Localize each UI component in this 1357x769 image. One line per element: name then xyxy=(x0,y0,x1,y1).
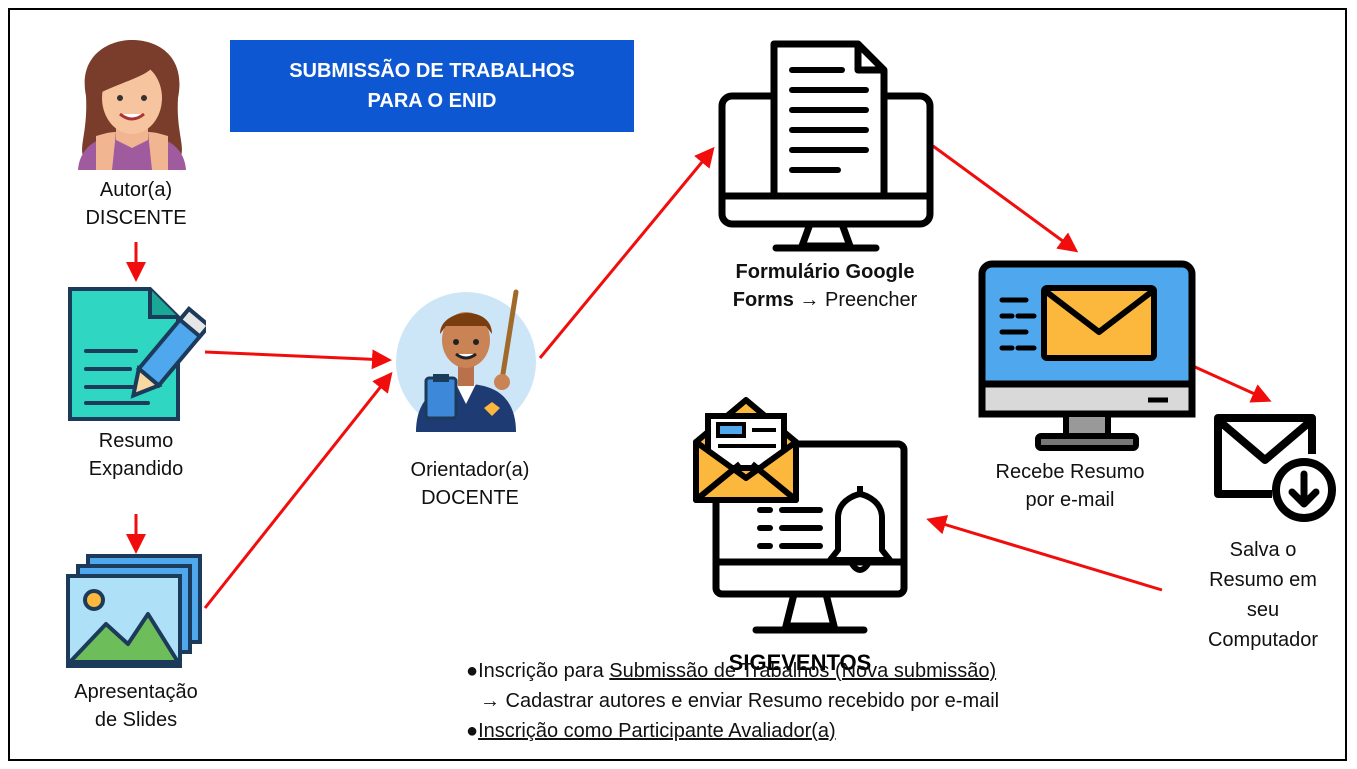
orientador-line-1: Orientador(a) xyxy=(410,459,530,481)
resumo-label: Resumo Expandido xyxy=(46,427,226,483)
salva-line-2: Resumo em xyxy=(1209,569,1317,591)
autor-line-2: DISCENTE xyxy=(85,207,187,229)
submission-link[interactable]: Submissão de Trabalhos (Nova submissão) xyxy=(609,660,997,682)
resumo-line-2: Expandido xyxy=(88,458,184,480)
forms-label: Formulário Google Forms → Preencher xyxy=(690,258,960,314)
forms-monitor-icon xyxy=(718,40,934,252)
diagram-frame xyxy=(8,8,1347,761)
resumo-line-1: Resumo xyxy=(98,430,174,452)
teacher-icon xyxy=(396,289,536,432)
arrow-resumo-to-orientador xyxy=(204,349,392,370)
title-line-1: SUBMISSÃO DE TRABALHOS xyxy=(289,60,575,82)
salva-label: Salva o Resumo em seu Computador xyxy=(1178,535,1348,655)
title-line-2: PARA O ENID xyxy=(367,90,497,112)
document-edit-icon xyxy=(68,287,206,421)
recebe-line-2: por e-mail xyxy=(1025,489,1115,511)
autor-line-1: Autor(a) xyxy=(99,179,173,201)
salva-line-3: seu xyxy=(1246,599,1280,621)
arrow-salva-to-sigeventos xyxy=(926,515,1163,592)
slides-label: Apresentação de Slides xyxy=(36,678,236,734)
slides-line-2: de Slides xyxy=(94,709,178,731)
sigeventos-icon xyxy=(693,397,908,634)
sigeventos-item-1: ●Inscrição para Submissão de Trabalhos (… xyxy=(466,660,996,683)
arrow-orientador-to-forms xyxy=(538,146,715,359)
email-monitor-icon xyxy=(978,260,1196,451)
diagram-title: SUBMISSÃO DE TRABALHOS PARA O ENID xyxy=(230,40,634,132)
forms-rest: → Preencher xyxy=(793,289,918,311)
evaluator-link[interactable]: Inscrição como Participante Avaliador(a) xyxy=(478,720,836,742)
item-1-prefix: ●Inscrição para xyxy=(466,660,610,682)
orientador-line-2: DOCENTE xyxy=(421,487,519,509)
slides-line-1: Apresentação xyxy=(74,681,198,703)
salva-line-4: Computador xyxy=(1207,629,1319,651)
arrow-recebe-to-salva xyxy=(1194,365,1272,403)
student-avatar-icon xyxy=(78,40,186,170)
sigeventos-item-2: ●Inscrição como Participante Avaliador(a… xyxy=(466,720,836,743)
recebe-line-1: Recebe Resumo xyxy=(995,461,1145,483)
item-2-prefix: ● xyxy=(466,720,479,742)
sigeventos-title: SIGEVENTOS xyxy=(728,650,872,675)
sigeventos-item-1-sub: → Cadastrar autores e enviar Resumo rece… xyxy=(480,690,1000,712)
orientador-label: Orientador(a) DOCENTE xyxy=(370,456,570,512)
slides-images-icon xyxy=(66,554,202,668)
forms-line-1: Formulário Google xyxy=(735,261,915,283)
download-mail-icon xyxy=(1214,414,1336,522)
recebe-label: Recebe Resumo por e-mail xyxy=(970,458,1170,514)
forms-bold-2: Forms xyxy=(732,289,794,311)
arrow-forms-to-recebe xyxy=(932,144,1079,253)
arrow-slides-to-orientador xyxy=(203,371,393,609)
autor-label: Autor(a) DISCENTE xyxy=(46,176,226,232)
salva-line-1: Salva o xyxy=(1229,539,1297,561)
